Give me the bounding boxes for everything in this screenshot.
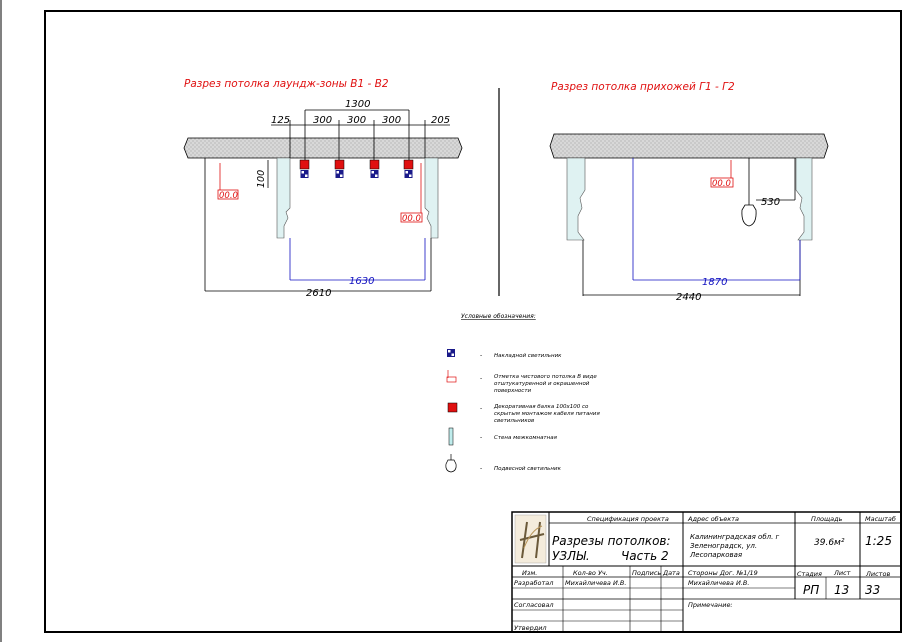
svg-text:00.0: 00.0: [712, 179, 731, 189]
stamp-scale-value: 1:25: [865, 534, 892, 548]
dim-300-b: 300: [347, 115, 366, 126]
dim-530: 530: [761, 197, 780, 208]
stamp-spec-header: Спецификация проекта: [587, 515, 669, 523]
legend-text-2a: Отметка чистового потолка В виде: [494, 374, 597, 380]
legend-title: Условные обозначения:: [461, 313, 536, 320]
dim-300-c: 300: [382, 115, 401, 126]
legend-wall-icon: [448, 427, 454, 446]
stamp-col-kol: Кол-во Уч.: [573, 569, 608, 577]
lamp-1: [300, 170, 309, 178]
cornice-right-a: [566, 157, 586, 241]
stamp-title-line2: УЗЛЫ.: [552, 549, 590, 563]
dim-2610: 2610: [306, 288, 331, 299]
stamp-scale-header: Масштаб: [865, 515, 896, 523]
dim-1630: 1630: [349, 276, 374, 287]
beam-1: [299, 159, 310, 170]
stamp-col-listov: Листов: [865, 570, 890, 578]
company-logo: [514, 514, 547, 564]
legend-text-3c: светильников: [494, 418, 534, 424]
slab-left: [183, 137, 463, 159]
legend-text-4: Стена межкомнатная: [494, 435, 558, 441]
title-block: [511, 511, 902, 633]
beam-3: [369, 159, 380, 170]
legend-dash-3: -: [480, 405, 482, 412]
dim-2440: 2440: [676, 292, 701, 303]
stamp-soglas: Согласовал: [514, 601, 554, 609]
cornice-right-b: [795, 157, 813, 241]
level-mark-right: 00.0: [710, 160, 734, 189]
slab-right: [549, 133, 829, 159]
legend-text-5: Подвесной светильник: [494, 466, 562, 472]
stamp-col-list: Лист: [833, 569, 851, 577]
legend-lamp-icon: [447, 349, 455, 357]
beam-2: [334, 159, 345, 170]
stamp-listov-value: 33: [865, 583, 880, 597]
dim-1870: 1870: [702, 277, 727, 288]
level-mark-left-a: 00.0: [217, 163, 239, 201]
dims-bottom-left: [204, 158, 432, 292]
cornice-left-a: [276, 157, 291, 239]
legend-dash-4: -: [480, 434, 482, 441]
legend-dash-2: -: [480, 375, 482, 382]
section-right-title: Разрез потолка прихожей Г1 - Г2: [551, 81, 735, 93]
dim-205: 205: [431, 115, 450, 126]
section-left-title: Разрез потолка лаундж-зоны В1 - В2: [184, 78, 389, 90]
stamp-razrab-label: Разработал: [514, 579, 553, 587]
legend-text-3a: Декоративная балка 100х100 со: [493, 404, 589, 410]
svg-text:00.0: 00.0: [219, 191, 238, 201]
stamp-col-sides: Стороны Дог. №1/19: [688, 569, 758, 577]
legend-level-icon: [446, 370, 457, 383]
stamp-sides-name: Михайличева И.В.: [688, 579, 749, 587]
stamp-utverd: Утвердил: [514, 624, 547, 632]
stamp-col-podpis: Подпись: [632, 569, 661, 577]
stamp-address-line3: Лесопарковая: [689, 551, 742, 559]
stamp-title-line3: Часть 2: [621, 549, 669, 563]
legend-text-2b: отштукатуренной и окрашенной: [494, 381, 590, 387]
dims-top-left: [271, 109, 450, 160]
pendant-lamp: [741, 158, 796, 227]
svg-text:00.0: 00.0: [402, 214, 421, 224]
dim-100: 100: [256, 170, 267, 188]
dim-1300: 1300: [345, 99, 370, 110]
level-mark-left-b: 00.0: [400, 163, 423, 224]
stamp-razrab-name: Михайличева И.В.: [565, 579, 626, 587]
stamp-address-line1: Калининградская обл. г: [690, 533, 780, 541]
stamp-list-value: 13: [834, 583, 849, 597]
lamp-3: [370, 170, 379, 178]
legend-beam-icon: [447, 402, 458, 413]
stamp-area-value: 39.6м²: [814, 538, 845, 548]
dims-bottom-right: [582, 158, 801, 296]
legend-text-1: Накладной светильник: [494, 353, 562, 359]
stamp-stadia-value: РП: [803, 583, 819, 597]
stamp-col-izm: Изм.: [522, 569, 537, 577]
stamp-notes-label: Примечание:: [688, 601, 733, 609]
lamp-4: [404, 170, 413, 178]
drawing-frame: [44, 10, 902, 633]
legend-text-3b: скрытым монтажом кабеля питания: [494, 411, 600, 417]
legend-pendant-icon: [445, 454, 457, 473]
stamp-address-line2: Зеленоградск, ул.: [690, 542, 757, 550]
beam-4: [403, 159, 414, 170]
dim-125: 125: [271, 115, 290, 126]
legend-dash-1: -: [480, 352, 482, 359]
dim-300-a: 300: [313, 115, 332, 126]
stamp-address-header: Адрес объекта: [687, 515, 739, 523]
stamp-title-line1: Разрезы потолков:: [552, 534, 671, 548]
legend-dash-5: -: [480, 465, 482, 472]
stamp-area-header: Площадь: [811, 515, 843, 523]
lamp-2: [335, 170, 344, 178]
stamp-col-stadia: Стадия: [797, 570, 822, 578]
cornice-left-b: [424, 157, 439, 239]
legend-text-2c: поверхности: [494, 388, 532, 394]
stamp-col-data: Дата: [662, 569, 680, 577]
